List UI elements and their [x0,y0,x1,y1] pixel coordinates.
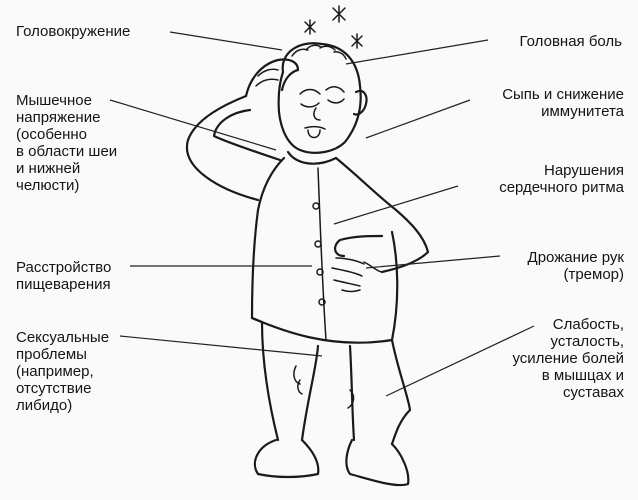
shoes-drawing [253,438,410,487]
hand-on-belly-drawing [331,234,430,293]
label-weakness: Слабость, усталость, усиление болей в мы… [512,316,624,401]
leader-lines [109,31,535,397]
label-digestion: Расстройство пищеварения [16,259,112,293]
torso-drawing [250,150,430,344]
label-tremor: Дрожание рук (тремор) [527,249,624,283]
raised-arm-drawing [185,58,300,202]
head-drawing [277,42,368,154]
label-rash-immunity: Сыпь и снижение иммунитета [502,86,624,120]
label-headache: Головная боль [519,33,622,50]
label-dizziness: Головокружение [16,23,131,40]
legs-drawing [260,320,412,446]
label-sexual-problems: Сексуальные проблемы (например, отсутств… [16,329,110,414]
dizziness-stars-icon [304,5,363,49]
label-heart-rhythm: Нарушения сердечного ритма [499,162,624,196]
label-muscle-tension: Мышечное напряжение (особенно в области … [16,92,118,194]
